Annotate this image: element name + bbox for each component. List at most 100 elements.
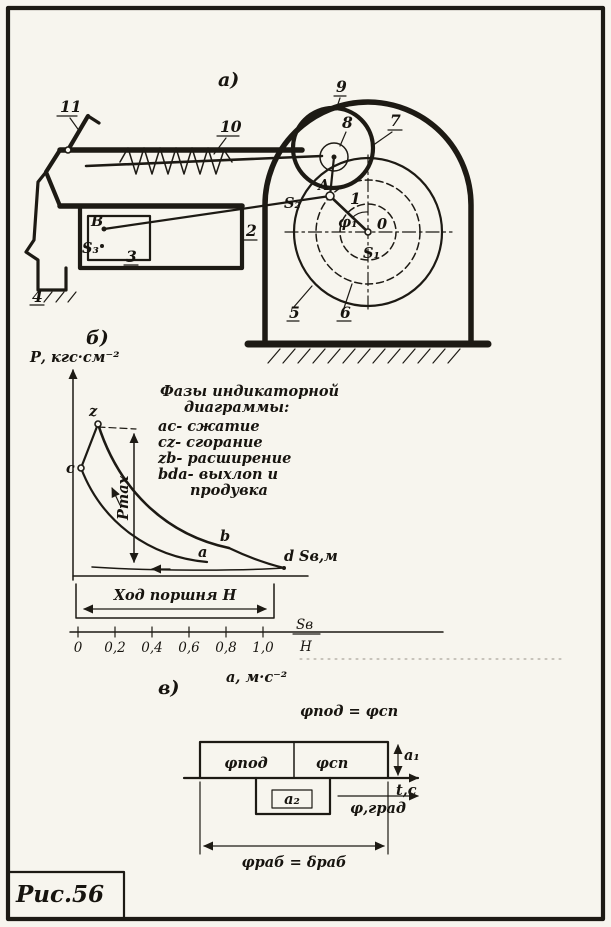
caption-block: Рис.56 (6, 870, 126, 921)
stroke-label: Ход поршня Н (113, 587, 238, 604)
caption-corner-line (6, 870, 126, 921)
point-label-z: z (88, 403, 98, 420)
crank-oa (328, 194, 370, 234)
joint-O (364, 228, 372, 236)
part-label-4: 4 (32, 287, 43, 306)
flow-arrow-compression (111, 487, 121, 506)
legend-line-1: ас- сжатие (158, 418, 260, 435)
legend-title-1: Фазы индикаторной (160, 383, 339, 400)
pmax-label: Рmax (115, 475, 132, 521)
leader-6 (336, 283, 353, 322)
part-label-8: 8 (342, 113, 353, 132)
point-label-a: а (198, 544, 207, 561)
stroke-band (75, 583, 275, 619)
lower-chamber (77, 203, 245, 271)
a2-label: а₂ (284, 791, 300, 808)
fraction-numerator: Sв (296, 617, 313, 633)
indicator-y-axis-label: Р, кгс·см⁻² (29, 349, 119, 366)
curve-expansion-zb (96, 422, 231, 550)
segment-fall-label: φсп (316, 755, 349, 772)
point-S3-marker (100, 244, 104, 248)
leader-5 (286, 285, 313, 322)
cylinder-left-cap (43, 147, 63, 209)
acceleration-y-axis-label: а, м·с⁻² (226, 669, 287, 686)
part-label-1: 1 (350, 189, 361, 208)
housing-dome (262, 99, 474, 345)
eccentric-outer-ring (290, 105, 376, 191)
outer-frame (5, 5, 606, 922)
point-label-d: d (284, 548, 294, 565)
segment-rise-label: φпод (224, 755, 267, 772)
legend-title-2: диаграммы: (184, 399, 289, 416)
curve-exhaust-bd (227, 546, 286, 570)
ground-hatching (267, 348, 461, 364)
relation-top-label: φпод = φсп (300, 703, 398, 720)
indicator-unit-label: Sв,м (299, 548, 338, 565)
axis-tick-marks (77, 626, 264, 638)
section-a-mechanism: а) (24, 69, 492, 364)
part-label-11: 11 (60, 97, 82, 116)
curve-exhaust-da (91, 566, 285, 571)
link-1 (328, 155, 336, 198)
joint-A (325, 191, 335, 201)
lever-pivot (64, 146, 72, 154)
figure-caption: Рис.56 (15, 881, 104, 908)
curve-combustion-cz (79, 422, 100, 470)
tick-1-0: 1,0 (252, 640, 274, 656)
point-label-B: В (90, 213, 103, 230)
part-label-9: 9 (336, 77, 347, 96)
point-label-A: А (317, 177, 330, 194)
point-label-O: 0 (377, 216, 387, 233)
leader-11 (56, 115, 81, 133)
fraction-denominator: Н (299, 639, 312, 655)
section-v-acceleration-diagram: в) а, м·с⁻² φпод = φсп φпод φсп t,с а₁ а… (158, 669, 420, 871)
relation-bottom-label: φраб = δраб (241, 854, 347, 871)
part-label-2: 2 (245, 221, 257, 240)
legend-line-4: bda- выхлоп и (158, 466, 278, 483)
eccentric-inner-disc (319, 142, 349, 172)
part-label-3: 3 (126, 247, 137, 266)
point-label-S2: S₂ (284, 195, 301, 212)
section-b-label: б) (86, 327, 109, 349)
lever-arm (65, 113, 91, 153)
leader-7 (371, 129, 403, 147)
tick-0-4: 0,4 (141, 640, 162, 656)
lever-tip (86, 114, 101, 125)
section-b-indicator-diagram: б) Р, кгс·см⁻² Рmax z с b а d Sв,м Фазы … (29, 327, 567, 660)
point-label-b: b (220, 528, 230, 545)
negative-pulse-outline (254, 776, 332, 816)
a1-label: а₁ (404, 747, 420, 764)
part-label-5: 5 (289, 303, 300, 322)
slider-box-3 (86, 214, 152, 262)
part-label-6: 6 (340, 303, 351, 322)
point-z-marker (94, 420, 102, 428)
legend-line-5: продувка (190, 482, 268, 499)
tick-0: 0 (74, 640, 83, 656)
point-label-c: с (66, 460, 75, 477)
angle-label-phi1: φ₁ (338, 214, 357, 231)
leader-9 (333, 95, 347, 111)
legend-line-3: zb- расширение (157, 450, 291, 467)
section-v-label: в) (158, 677, 179, 699)
a2-box (271, 789, 313, 809)
part-label-10: 10 (220, 117, 242, 136)
point-label-S1: S₁ (363, 245, 380, 262)
section-a-label: а) (218, 69, 239, 91)
point-d-marker (282, 566, 286, 570)
point-label-S3: S₃ (82, 240, 99, 257)
support-part-4 (24, 170, 68, 292)
legend-line-2: cz- сгорание (158, 434, 263, 451)
point-B-marker (101, 226, 107, 232)
support-hatching (43, 291, 77, 303)
leader-10 (213, 135, 240, 155)
leader-8 (339, 131, 347, 147)
phi1-arc (351, 211, 369, 219)
spring (119, 147, 233, 175)
tick-0-8: 0,8 (215, 640, 237, 656)
tick-0-6: 0,6 (178, 640, 200, 656)
pmax-tie-line (97, 426, 137, 430)
part-label-7: 7 (390, 111, 401, 130)
tick-0-2: 0,2 (104, 640, 125, 656)
